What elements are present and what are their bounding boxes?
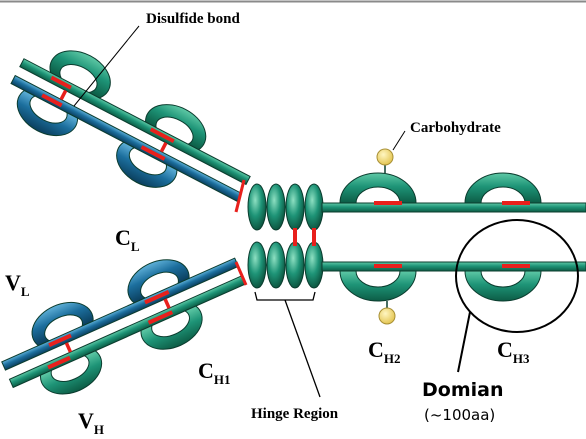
upper-arm-terminal-bond [234, 179, 246, 213]
lower-disulfide-intra-3 [47, 355, 71, 370]
lower-arm-terminal-bond [234, 261, 248, 286]
upper-ch3-disulfide [502, 201, 530, 205]
disulfide-bond-label: Disulfide bond [146, 11, 240, 27]
upper-disulfide-intra-1 [50, 75, 72, 90]
cl-label: CL [115, 225, 140, 254]
lower-ch2-domain [339, 270, 417, 302]
vh-label: VH [78, 408, 104, 437]
carbohydrate-bottom [378, 307, 396, 325]
upper-disulfide-intra-4 [140, 145, 166, 161]
upper-disulfide-2 [159, 141, 168, 153]
vl-label: VL [5, 270, 30, 299]
lower-disulfide-intra-4 [147, 310, 174, 325]
domain-highlight-circle [455, 219, 579, 333]
upper-ch3-domain [464, 172, 542, 204]
ch2-label: CH2 [368, 337, 401, 366]
lower-disulfide-2 [163, 298, 171, 309]
fc-upper-strand [321, 202, 586, 213]
upper-ch2-domain [339, 172, 417, 204]
upper-cl-domain-green [144, 104, 207, 151]
lower-ch2-disulfide [374, 264, 402, 268]
ch3-label: CH3 [497, 337, 530, 366]
upper-heavy-strand [19, 58, 251, 186]
domain-pointer-line [457, 311, 471, 373]
upper-vh-domain-blue [16, 89, 79, 137]
upper-fab-arm [10, 50, 251, 202]
lower-light-strand [1, 257, 240, 371]
hinge-region-label: Hinge Region [251, 406, 339, 422]
domain-size-note: (~100aa) [424, 406, 495, 424]
hinge-beads [247, 183, 324, 289]
domain-title-label: Domian [422, 379, 503, 401]
lower-ch1-domain-green [140, 305, 203, 350]
upper-ch2-disulfide [374, 201, 402, 205]
upper-ch1-domain-blue [116, 141, 178, 188]
carbohydrate-top [376, 148, 394, 166]
upper-disulfide-1 [59, 89, 68, 101]
hinge-leader-line [284, 299, 321, 398]
lower-vh-domain-green [40, 350, 103, 395]
carbohydrate-leader-line [392, 130, 406, 151]
lower-disulfide-intra-1 [48, 333, 72, 347]
lower-vl-domain-blue [31, 301, 94, 347]
lower-disulfide-intra-2 [144, 290, 170, 305]
carbohydrate-label: Carbohydrate [410, 120, 501, 136]
hinge-disulfide-1 [293, 228, 297, 246]
lower-ch3-disulfide [502, 264, 530, 268]
lower-disulfide-1 [64, 342, 73, 353]
disulfide-leader-line [73, 25, 140, 107]
upper-disulfide-intra-2 [149, 127, 175, 144]
fc-lower-strand [321, 261, 586, 272]
fc-lower-chain [321, 261, 586, 302]
hinge-disulfide-2 [312, 228, 316, 246]
upper-disulfide-intra-3 [41, 93, 63, 108]
upper-light-strand [10, 74, 243, 202]
ch1-label: CH1 [198, 358, 231, 387]
fc-upper-chain [321, 172, 586, 213]
hinge-bracket [254, 291, 316, 301]
lower-ch3-domain [464, 270, 542, 302]
lower-fab-arm [1, 257, 247, 395]
lower-cl-domain-blue [127, 259, 190, 304]
